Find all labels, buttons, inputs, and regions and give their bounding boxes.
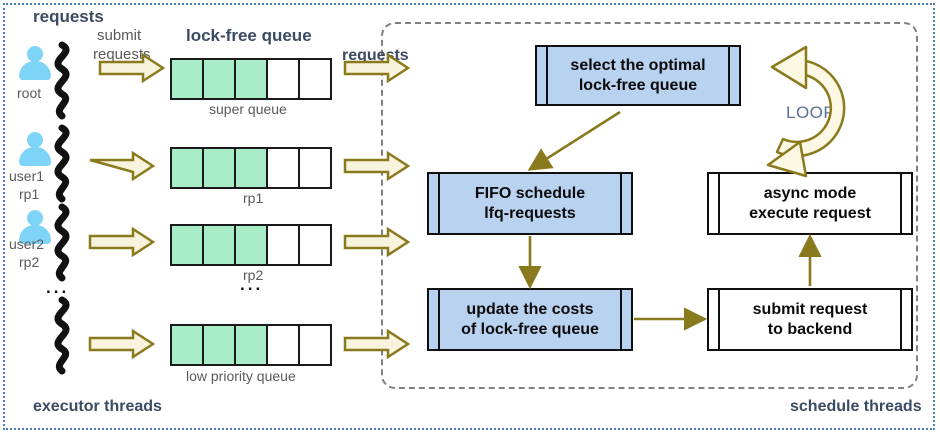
submit-requests-label-line2: requests bbox=[93, 46, 151, 63]
actor-label-root: root bbox=[17, 85, 42, 101]
actor-sublabel-rp2: rp2 bbox=[19, 254, 40, 270]
queue-cell bbox=[298, 58, 332, 100]
queue-cell bbox=[234, 147, 268, 189]
queue-label-rp2: rp2 bbox=[243, 267, 264, 283]
queue-cell bbox=[202, 58, 236, 100]
executor-threads-footer: executor threads bbox=[33, 398, 162, 415]
queue-cell bbox=[202, 324, 236, 366]
actor-label-user1: user1 bbox=[9, 168, 45, 184]
box-fifo-line2: lfq-requests bbox=[484, 204, 576, 222]
actor-label-user2: user2 bbox=[9, 236, 45, 252]
outer-dotted-frame bbox=[3, 3, 935, 430]
box-async-line2: execute request bbox=[749, 204, 871, 222]
box-fifo-schedule[interactable]: FIFO schedule lfq-requests bbox=[427, 172, 633, 235]
box-fifo-line1: FIFO schedule bbox=[474, 185, 586, 203]
box-update-costs[interactable]: update the costs of lock-free queue bbox=[427, 288, 633, 351]
queue-cell bbox=[266, 224, 300, 266]
queue-cell bbox=[234, 324, 268, 366]
loop-label: LOOP bbox=[786, 103, 836, 122]
lock-free-queue-title: lock-free queue bbox=[186, 26, 312, 45]
queue-rp1 bbox=[170, 147, 332, 189]
queue-label-super: super queue bbox=[209, 101, 287, 117]
queue-cell bbox=[234, 58, 268, 100]
box-update-line2: of lock-free queue bbox=[461, 320, 599, 338]
submit-requests-label-line1: submit bbox=[97, 27, 142, 44]
queue-cell bbox=[202, 147, 236, 189]
queue-cell bbox=[170, 324, 204, 366]
box-submit-line1: submit request bbox=[752, 301, 868, 319]
box-submit-line2: to backend bbox=[767, 320, 853, 338]
queue-cell bbox=[202, 224, 236, 266]
queue-label-rp1: rp1 bbox=[243, 190, 264, 206]
queue-cell bbox=[266, 58, 300, 100]
person-icon bbox=[18, 132, 52, 170]
queue-cell bbox=[234, 224, 268, 266]
actors-ellipsis: ... bbox=[46, 278, 70, 297]
queue-cell bbox=[266, 324, 300, 366]
schedule-threads-footer: schedule threads bbox=[790, 398, 922, 415]
queue-label-low-priority: low priority queue bbox=[186, 368, 296, 384]
person-icon bbox=[18, 46, 52, 84]
requests-out-label: requests bbox=[342, 47, 409, 64]
queue-super bbox=[170, 58, 332, 100]
queue-rp2 bbox=[170, 224, 332, 266]
queue-cell bbox=[170, 147, 204, 189]
queue-cell bbox=[298, 147, 332, 189]
box-select-line1: select the optimal bbox=[570, 57, 706, 75]
queue-low-priority bbox=[170, 324, 332, 366]
queue-cell bbox=[170, 58, 204, 100]
requests-title: requests bbox=[33, 7, 104, 26]
box-select-line2: lock-free queue bbox=[578, 76, 698, 94]
schedule-threads-frame bbox=[381, 22, 918, 389]
box-select-optimal-queue[interactable]: select the optimal lock-free queue bbox=[535, 45, 741, 106]
queue-cell bbox=[266, 147, 300, 189]
queue-cell bbox=[298, 224, 332, 266]
queue-cell bbox=[170, 224, 204, 266]
box-async-line1: async mode bbox=[763, 185, 857, 203]
queues-ellipsis: ... bbox=[240, 275, 264, 294]
box-update-line1: update the costs bbox=[466, 301, 594, 319]
box-async-execute[interactable]: async mode execute request bbox=[707, 172, 913, 235]
actor-sublabel-rp1: rp1 bbox=[19, 186, 40, 202]
person-icon bbox=[18, 210, 52, 248]
queue-cell bbox=[298, 324, 332, 366]
box-submit-backend[interactable]: submit request to backend bbox=[707, 288, 913, 351]
